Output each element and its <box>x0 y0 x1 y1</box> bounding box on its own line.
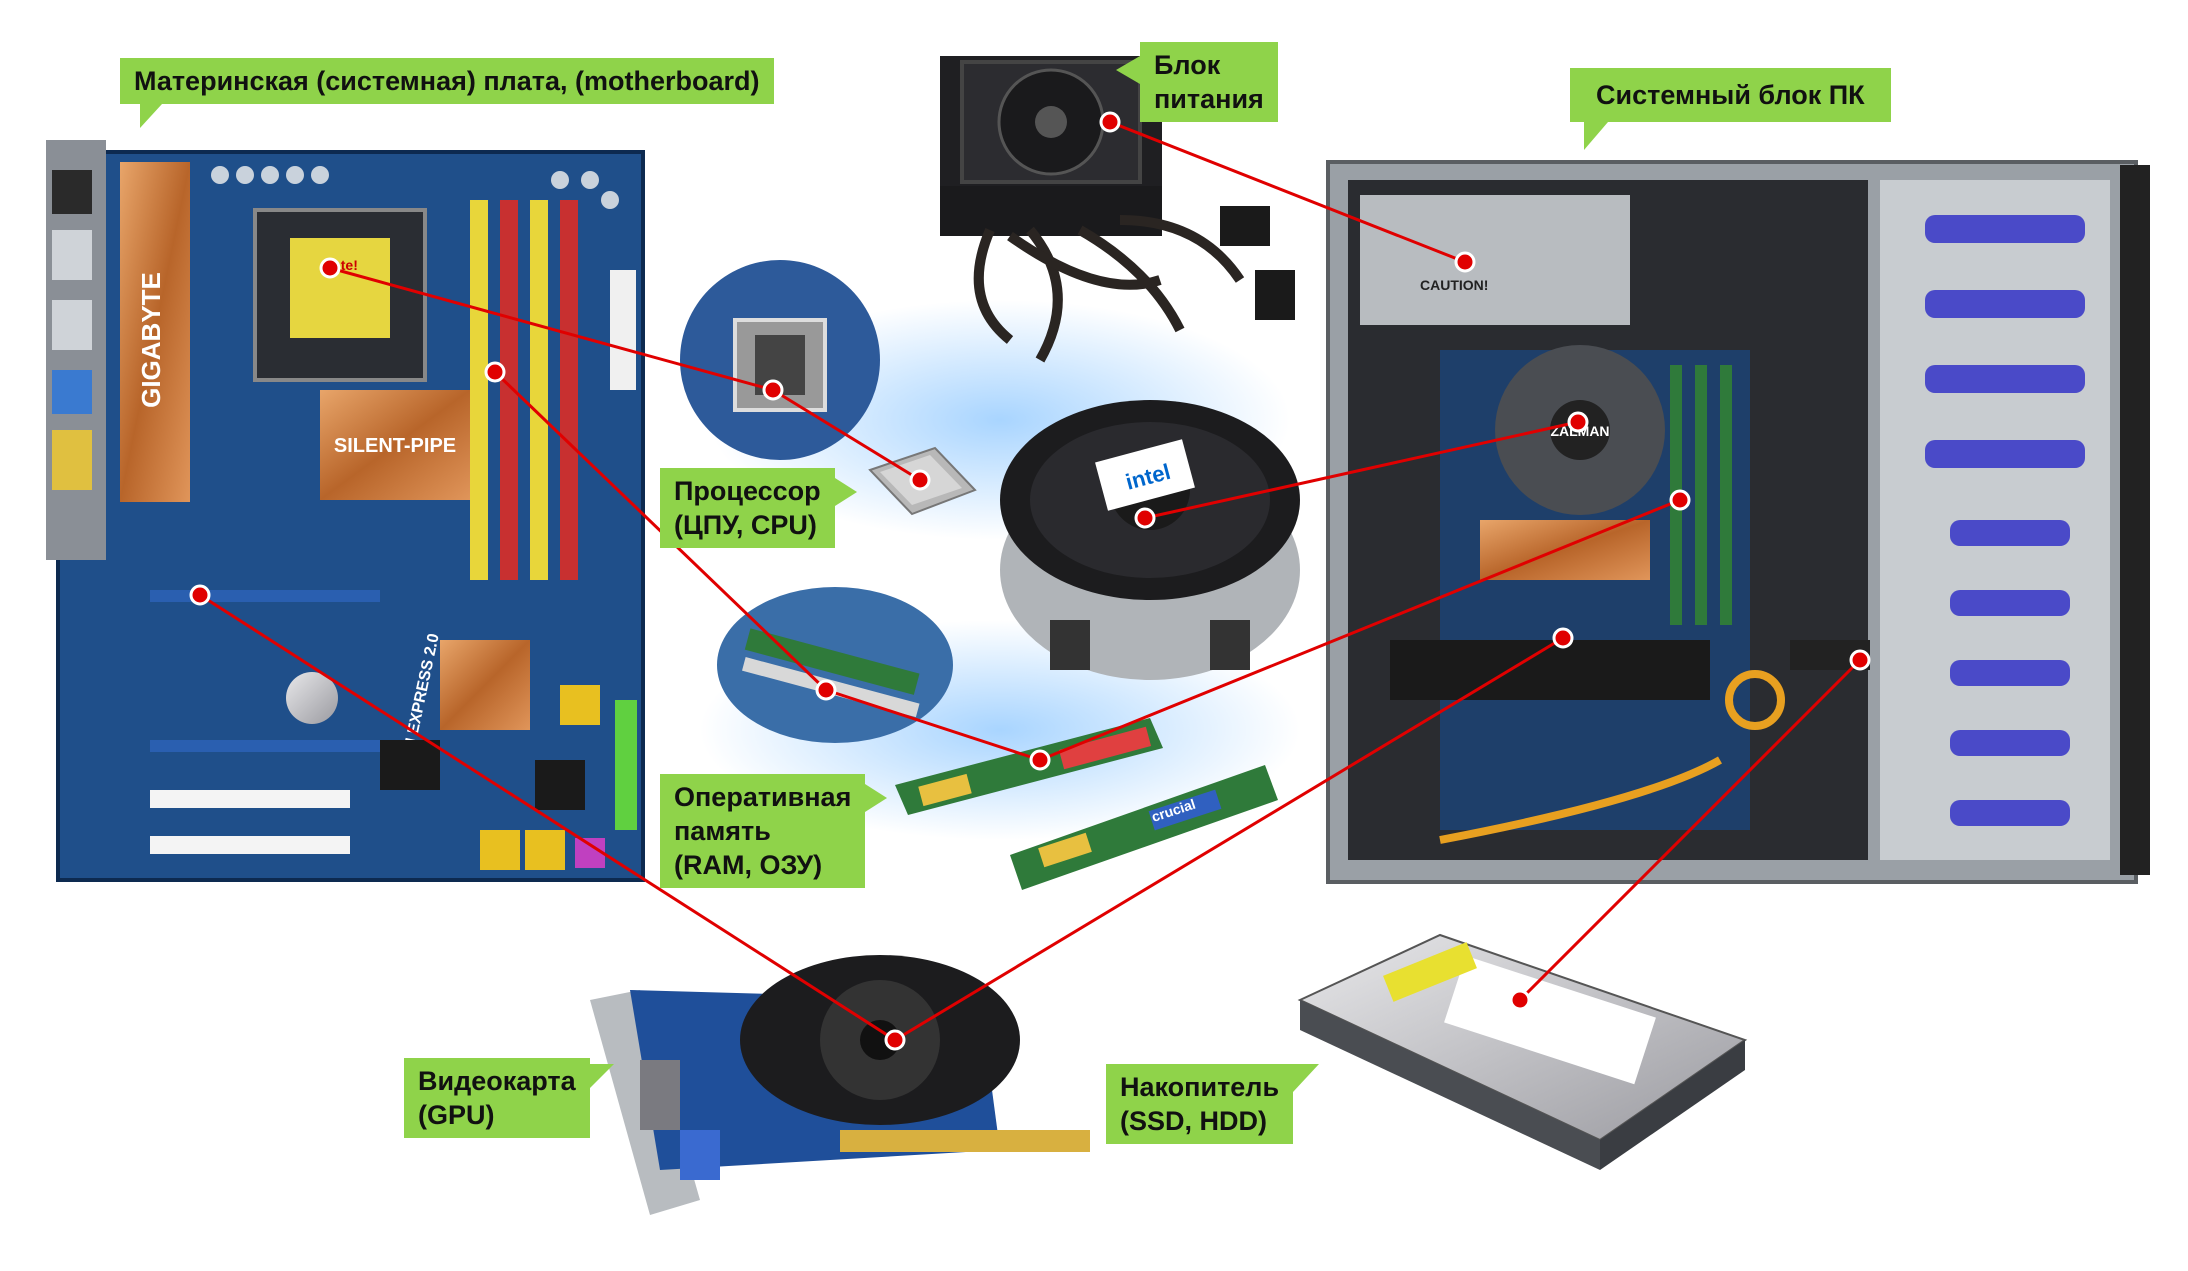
intel-cooler-image: intel <box>1000 400 1300 680</box>
hdd-image <box>1297 933 1748 1170</box>
ram-modules-image: crucial <box>895 718 1278 890</box>
label-motherboard: Материнская (системная) плата, (motherbo… <box>120 58 774 128</box>
ram-zoom-image <box>717 587 953 743</box>
gigabyte-logo: GIGABYTE <box>136 272 166 408</box>
label-storage: Накопитель (SSD, HDD) <box>1106 1064 1320 1144</box>
psu-caution-text: CAUTION! <box>1420 277 1488 293</box>
label-ram: Оперативная память (RAM, ОЗУ) <box>660 774 888 888</box>
label-cpu: Процессор (ЦПУ, CPU) <box>660 468 857 548</box>
silent-pipe-logo: SILENT-PIPE <box>334 435 456 457</box>
label-psu: Блок питания <box>1116 42 1278 122</box>
connector-dots <box>189 111 1871 1051</box>
socket-zoom-image <box>680 260 880 460</box>
motherboard-image: GIGABYTE Note! SILENT-PIPE PCI EXPRESS 2… <box>46 140 645 882</box>
label-system-unit: Системный блок ПК <box>1570 68 1891 150</box>
pc-case-image: CAUTION! ZALMAN <box>1326 160 2150 884</box>
label-gpu: Видеокарта (GPU) <box>404 1058 614 1138</box>
psu-image <box>940 56 1295 363</box>
gpu-image <box>590 955 1090 1215</box>
